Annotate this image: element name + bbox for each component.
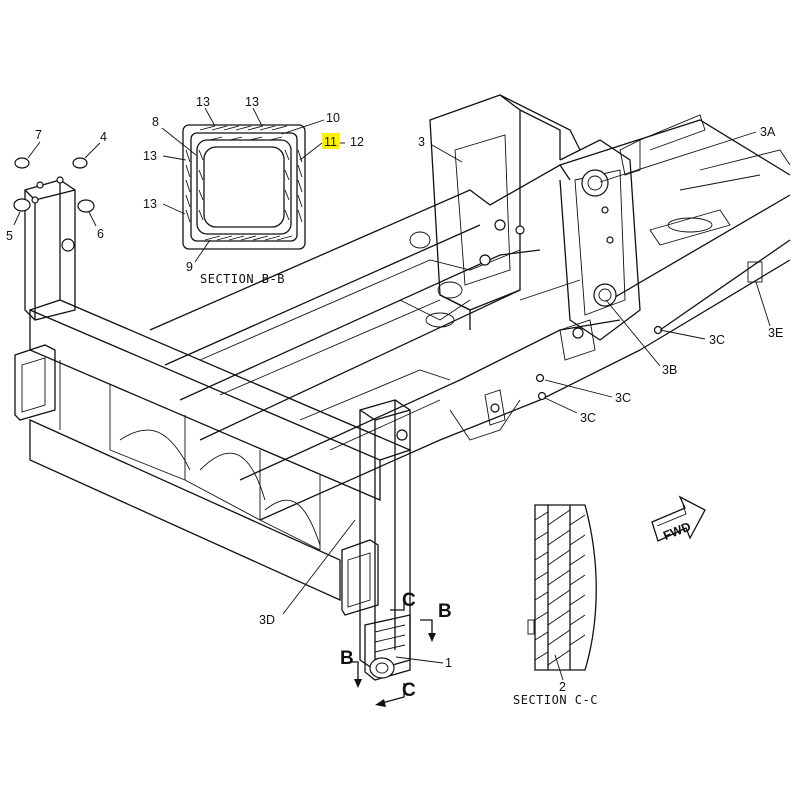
label-9: 9 bbox=[186, 260, 193, 274]
caption-section-cc: SECTION C-C bbox=[513, 693, 598, 707]
leader-lines bbox=[13, 107, 771, 681]
fwd-arrow-icon bbox=[651, 495, 706, 542]
label-3c-upper: 3C bbox=[709, 333, 725, 347]
label-3d: 3D bbox=[259, 613, 275, 627]
label-2: 2 bbox=[559, 680, 566, 694]
label-13-side-lower: 13 bbox=[143, 197, 157, 211]
section-letter-c-bottom: C bbox=[402, 680, 416, 701]
highlight-11 bbox=[322, 133, 340, 149]
label-12: 12 bbox=[350, 135, 364, 149]
label-7: 7 bbox=[35, 128, 42, 142]
label-11: 11 bbox=[324, 135, 337, 149]
section-bb-detail bbox=[182, 124, 306, 250]
caption-section-bb: SECTION B-B bbox=[200, 272, 285, 286]
label-6: 6 bbox=[97, 227, 104, 241]
section-arrows bbox=[350, 600, 436, 707]
label-5: 5 bbox=[6, 229, 13, 243]
main-frame bbox=[149, 119, 791, 521]
section-letter-b-right: B bbox=[438, 601, 452, 622]
label-13-side-upper: 13 bbox=[143, 149, 157, 163]
label-13-top-right: 13 bbox=[245, 95, 259, 109]
section-letter-b-left: B bbox=[340, 648, 354, 669]
label-13-top-left: 13 bbox=[196, 95, 210, 109]
label-10: 10 bbox=[326, 111, 340, 125]
label-8: 8 bbox=[152, 115, 159, 129]
label-3a: 3A bbox=[760, 125, 776, 139]
goalpost-frame bbox=[13, 157, 412, 681]
fwd-label: FWD bbox=[661, 519, 693, 543]
section-cc-detail bbox=[527, 504, 597, 671]
label-3b: 3B bbox=[662, 363, 677, 377]
label-3e: 3E bbox=[768, 326, 783, 340]
label-3: 3 bbox=[418, 135, 425, 149]
label-1: 1 bbox=[445, 656, 452, 670]
label-4: 4 bbox=[100, 130, 107, 144]
label-3c-lower: 3C bbox=[580, 411, 596, 425]
callout-labels: 7 4 5 6 13 13 8 13 13 10 11 12 9 SECTION… bbox=[6, 95, 783, 707]
section-letter-c-top: C bbox=[402, 590, 416, 611]
tower-bracket bbox=[409, 94, 763, 426]
label-3c-middle: 3C bbox=[615, 391, 631, 405]
